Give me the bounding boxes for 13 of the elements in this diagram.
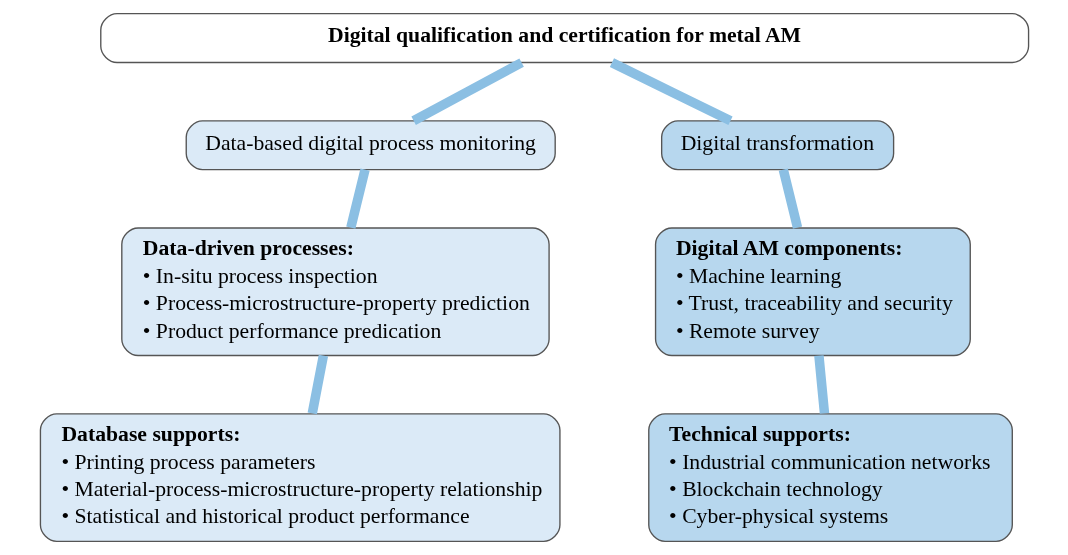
node-box: Data-driven processes: • In-situ process inspection • Process-microstructure-property prediction • Product performance predication [120, 227, 550, 357]
node-box: Digital transformation [660, 120, 894, 171]
node-box: Data-based digital process monitoring [185, 120, 556, 171]
connector [609, 58, 733, 126]
node-box: Digital qualification and certification for metal AM [99, 13, 1029, 64]
connector [813, 355, 829, 414]
connector [345, 168, 370, 229]
connector [778, 168, 802, 229]
node-box: Digital AM components: • Machine learning • Trust, traceability and security • Remote survey [654, 227, 971, 357]
connector [307, 354, 328, 415]
node-box: Technical supports: • Industrial communication networks • Blockchain technology • Cyber-physical systems [647, 413, 1013, 542]
node-box: Database supports: • Printing process parameters • Material-process-microstructure-property relationship • Statistical and historical product performance [39, 413, 561, 542]
connector [410, 58, 524, 125]
